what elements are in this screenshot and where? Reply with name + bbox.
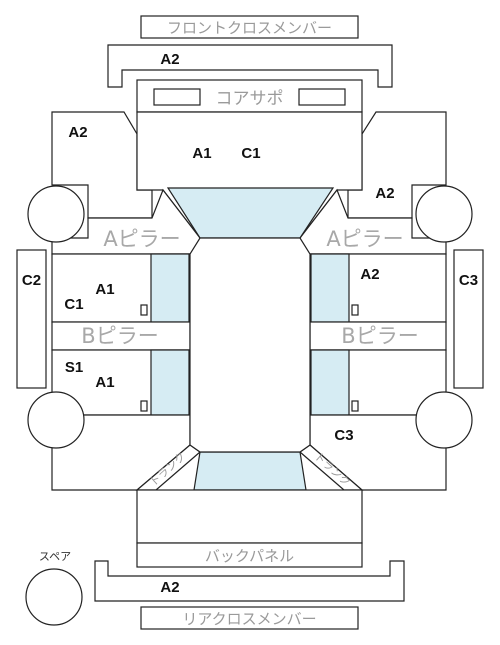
rear-cross-member-label: リアクロスメンバー (182, 610, 316, 628)
b-pillar-left-label: Bピラー (81, 324, 158, 348)
b-pillar-right-label: Bピラー (341, 324, 418, 348)
a-pillar-left-label: Aピラー (103, 227, 180, 251)
headlight-left (153, 88, 201, 106)
b-pillar-right (309, 321, 447, 351)
right-front-door-grade: A2 (360, 266, 379, 283)
rear-cross-member-box (140, 606, 359, 630)
a-pillar-right-label: Aピラー (326, 227, 403, 251)
rear-bumper-grade: A2 (160, 579, 179, 596)
left-rear-window (150, 349, 190, 416)
front-bumper (107, 44, 393, 88)
front-bumper-grade: A2 (160, 51, 179, 68)
right-front-fender-grade: A2 (375, 185, 394, 202)
left-front-door-grade-c: C1 (64, 296, 83, 313)
left-roof-rail (16, 249, 47, 389)
roof (189, 237, 311, 453)
trunk-lid (136, 489, 363, 544)
rear-window (193, 451, 307, 491)
b-pillar-left (51, 321, 191, 351)
bonnet-grade-a: A1 (192, 145, 211, 162)
left-front-door-grade-a: A1 (95, 281, 114, 298)
left-front-fender (51, 111, 153, 219)
front-cross-member-box (140, 15, 359, 39)
back-panel (136, 542, 363, 568)
right-rear-door-handle (351, 400, 359, 412)
right-roof-rail-grade: C3 (459, 272, 478, 289)
wheel-front-left (27, 185, 85, 243)
right-roof-rail (453, 249, 484, 389)
right-front-window (310, 253, 350, 323)
left-front-door-handle (140, 304, 148, 316)
core-support-label: コアサポ (216, 89, 284, 109)
front-cross-member-label: フロントクロスメンバー (167, 19, 332, 37)
right-rear-quarter-grade: C3 (334, 427, 353, 444)
spare-label: スペア (39, 550, 71, 563)
headlight-right (298, 88, 346, 106)
bonnet-grade-c: C1 (241, 145, 260, 162)
left-roof-rail-grade: C2 (22, 272, 41, 289)
left-rear-door-grade-s: S1 (65, 359, 83, 376)
left-rear-door-grade-a: A1 (95, 374, 114, 391)
wheel-rear-left (27, 391, 85, 449)
right-front-door-handle (351, 304, 359, 316)
wheel-rear-right (415, 391, 473, 449)
right-rear-window (310, 349, 350, 416)
left-front-window (150, 253, 190, 323)
spare-tire (25, 568, 83, 626)
back-panel-label: バックパネル (205, 547, 294, 565)
wheel-front-right (415, 185, 473, 243)
left-rear-door-handle (140, 400, 148, 412)
left-front-fender-grade: A2 (68, 124, 87, 141)
rear-bumper (94, 560, 405, 602)
